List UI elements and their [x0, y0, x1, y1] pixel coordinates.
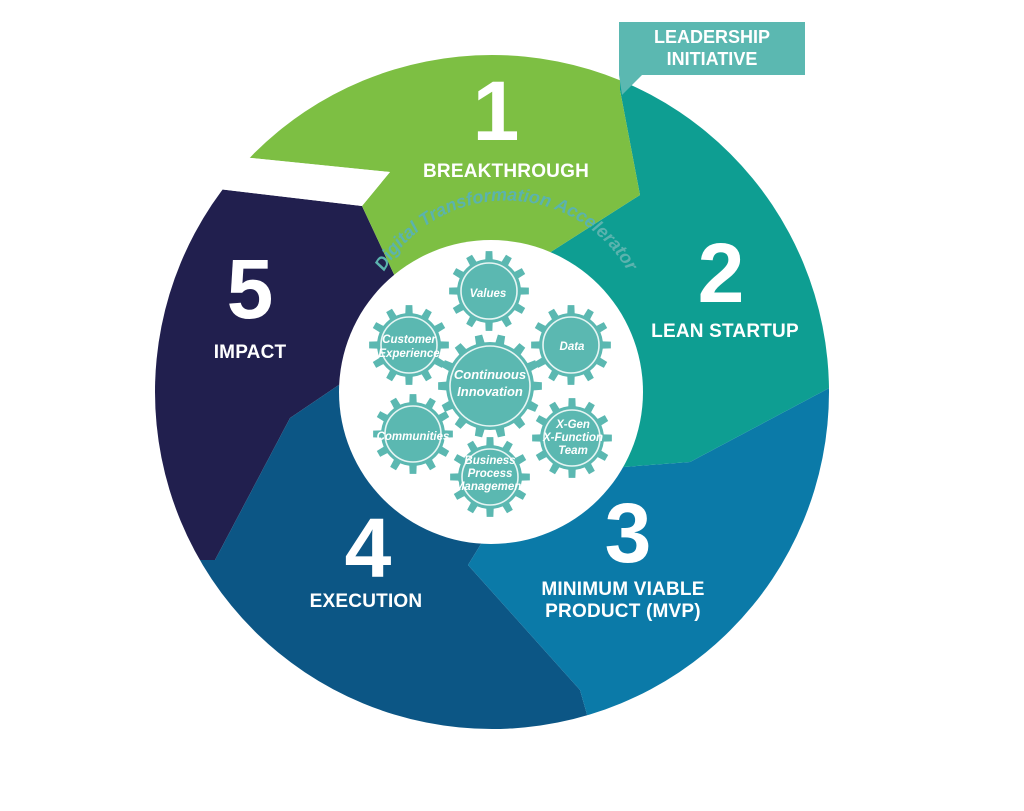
gear-xgen-line-3: Team: [558, 445, 588, 457]
gear-communities-icon: [373, 394, 453, 474]
segment-1-label: BREAKTHROUGH: [423, 161, 589, 182]
segment-4-label: EXECUTION: [310, 591, 423, 612]
gear-xgen-line-2: X-Function: [542, 432, 603, 444]
gear-data-label: Data: [560, 341, 586, 353]
gear-bpm-line-1: Business: [464, 455, 515, 467]
gear-cluster: [369, 251, 612, 517]
gear-customer-line-1: Customer: [382, 334, 436, 346]
gear-communities-label: Communities: [377, 431, 450, 443]
segment-1-number: 1: [473, 64, 520, 158]
segment-3-label-line-1: MINIMUM VIABLE: [541, 579, 704, 600]
gear-xgen-line-1: X-Gen: [555, 419, 590, 431]
segment-2-label: LEAN STARTUP: [651, 321, 799, 342]
gear-center-line-2: Innovation: [457, 384, 523, 399]
leadership-initiative-tag: LEADERSHIP INITIATIVE: [619, 22, 805, 95]
segment-3-number: 3: [605, 486, 652, 580]
segment-2-number: 2: [698, 226, 745, 320]
segment-5-number: 5: [227, 242, 274, 336]
segment-3-label-line-2: PRODUCT (MVP): [545, 601, 701, 622]
segment-5-label: IMPACT: [214, 342, 287, 363]
segment-impact: [155, 188, 420, 560]
gear-customer-line-2: Experience: [378, 348, 440, 360]
gear-center-line-1: Continuous: [454, 367, 526, 382]
gear-data-icon: [531, 305, 611, 385]
segment-4-number: 4: [345, 501, 392, 595]
gear-customer-icon: [369, 305, 449, 385]
tag-line-1: LEADERSHIP: [654, 27, 770, 47]
gear-bpm-line-2: Process: [468, 468, 513, 480]
gear-bpm-icon: [450, 437, 530, 517]
gear-center-icon: [438, 334, 542, 438]
gear-values-label: Values: [470, 288, 507, 300]
tag-line-2: INITIATIVE: [667, 49, 758, 69]
gear-xgen-icon: [532, 398, 612, 478]
gear-bpm-line-3: Management: [455, 481, 526, 493]
gear-values-icon: [449, 251, 529, 331]
